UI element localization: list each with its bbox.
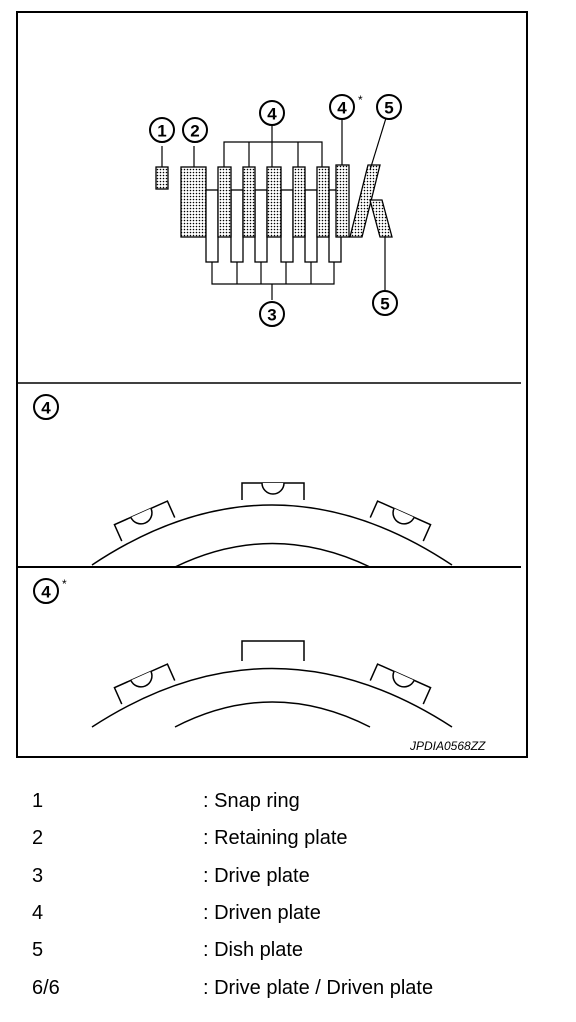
callout-4-top [259,100,285,126]
drive-plate [230,189,244,263]
notch-left [130,671,153,688]
callout-5-bottom [372,290,398,316]
leader-lines [161,117,387,300]
legend-row: 2 : Retaining plate [0,823,576,853]
callout-4-star [329,94,355,120]
tab-center [241,640,305,661]
legend-row: 5 : Dish plate [0,935,576,965]
outer-arc [91,667,453,728]
callout-3 [259,301,285,327]
notch-center [261,482,285,495]
dish-plate [349,164,381,238]
callout-4-top-label: 4 [267,105,277,124]
drive-plate [205,189,219,263]
figure-frame [16,11,528,758]
driven-plate-star [335,164,350,238]
driven-plate [217,166,232,238]
legend-description: : Dish plate [203,939,304,961]
drive-plate [280,189,294,263]
legend-row: 4 : Driven plate [0,898,576,928]
callouts [33,94,402,604]
retaining-plate [180,166,207,238]
callout-5-top [376,94,402,120]
legend-number: 1 [32,790,44,812]
inner-arc [174,542,371,568]
callout-4-panel3 [33,578,59,604]
callout-3-label: 3 [267,306,276,325]
callout-1-label: 1 [157,122,166,141]
asterisk-top: * [358,93,363,107]
outer-arc [91,504,453,566]
legend-number: 3 [32,865,44,887]
callout-2 [182,117,208,143]
notch-right [392,671,415,688]
legend-row: 6/6 : Drive plate / Driven plate [0,973,576,1003]
callout-1 [149,117,175,143]
callout-5-bottom-label: 5 [380,295,389,314]
figure-code: JPDIA0568ZZ [409,739,486,753]
legend-row: 1 : Snap ring [0,786,576,816]
legend-row: 3 : Drive plate [0,861,576,891]
driven-plate [266,166,282,238]
legend-description: : Drive plate [203,865,310,887]
legend-number: 5 [32,939,44,961]
legend-number: 4 [32,902,44,924]
callout-4-star-label: 4 [337,99,347,118]
asterisk-panel3: * [62,577,67,591]
legend-description: : Snap ring [203,790,300,812]
clutch-pack-diagram: 1 2 4 4 5 5 3 4 4 * * [16,11,528,758]
notch-left [130,508,153,525]
driven-plate [316,166,330,238]
driven-plate-detail [91,482,453,568]
legend-number: 6/6 [32,977,60,999]
legend-description: : Retaining plate [203,827,348,849]
callout-2-label: 2 [190,122,199,141]
plate-stack [155,164,393,263]
callout-4-panel3-label: 4 [41,583,51,602]
dish-plate [369,199,393,238]
legend-description: : Driven plate [203,902,321,924]
inner-arc [174,701,371,728]
snap-ring [155,166,169,190]
legend-description: : Drive plate / Driven plate [203,977,434,999]
notch-right [392,508,415,525]
driven-plate-star-detail [91,640,453,728]
callout-5-top-label: 5 [384,99,393,118]
drive-plate [304,189,318,263]
callout-4-panel2-label: 4 [41,399,51,418]
legend-number: 2 [32,827,44,849]
driven-plate [292,166,306,238]
driven-plate [242,166,256,238]
callout-4-panel2 [33,394,59,420]
drive-plate [254,189,268,263]
